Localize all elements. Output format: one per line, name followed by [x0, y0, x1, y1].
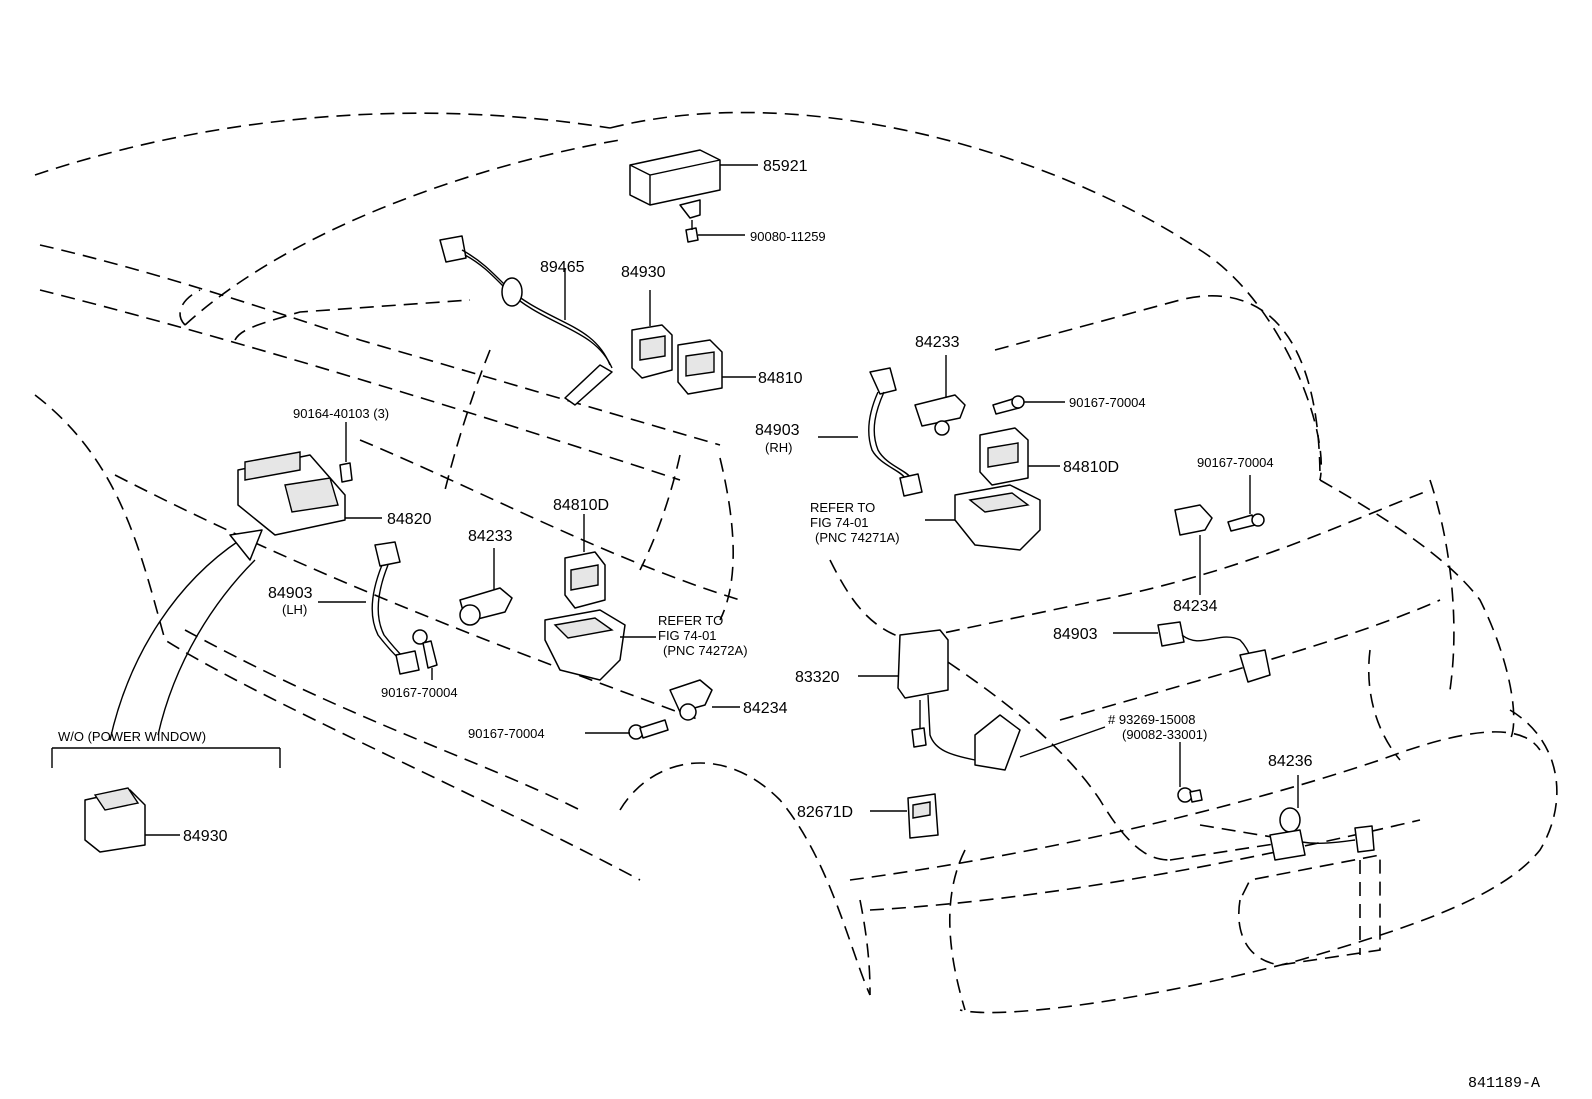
switch-84810d-lh-icon [564, 514, 606, 609]
label-90167-right: 90167-70004 [1197, 455, 1274, 470]
label-90167-rh: 90167-70004 [1069, 395, 1146, 410]
label-84233-rh: 84233 [915, 334, 960, 351]
bezel-rh-icon [925, 484, 1041, 551]
part-labels: 85921 90080-11259 89465 84930 84810 8423… [58, 158, 1540, 1092]
label-84810d-rh: 84810D [1063, 459, 1119, 476]
bolt-90167-rh-icon [992, 395, 1065, 415]
label-refer-to-rh: REFER TO [810, 500, 875, 515]
label-90167-mid: 90167-70004 [468, 726, 545, 741]
sensor-84236-icon [1269, 775, 1375, 861]
arrow-icon [109, 529, 263, 741]
label-84234-lh: 84234 [743, 700, 788, 717]
label-84930-top: 84930 [621, 264, 666, 281]
label-wo-power-window: W/O (POWER WINDOW) [58, 729, 206, 744]
bezel-lh-icon [544, 609, 656, 681]
label-84234-right: 84234 [1173, 598, 1218, 615]
bolt-90080-icon [685, 220, 745, 243]
label-84903-rear: 84903 [1053, 626, 1098, 643]
label-fig-lh: FIG 74-01 [658, 628, 717, 643]
switch-84810d-rh-icon [979, 427, 1060, 486]
sensor-84233-rh-icon [914, 355, 966, 436]
bolt-90167-right-icon [1227, 475, 1265, 532]
car-body-outline [34, 111, 1558, 1014]
label-90082: (90082-33001) [1122, 727, 1207, 742]
label-lh: (LH) [282, 602, 307, 617]
label-84810d-lh: 84810D [553, 497, 609, 514]
label-refer-to-lh: REFER TO [658, 613, 723, 628]
label-84903-rh: 84903 [755, 422, 800, 439]
wo-power-window-bracket [51, 747, 281, 768]
label-84810: 84810 [758, 370, 803, 387]
label-fig-rh: FIG 74-01 [810, 515, 869, 530]
sensor-84234-lh-icon [669, 679, 740, 721]
label-90167-lh: 90167-70004 [381, 685, 458, 700]
label-85921: 85921 [763, 158, 808, 175]
master-switch-84820-icon [237, 451, 382, 536]
fuse-82671d-icon [870, 793, 939, 839]
label-90164: 90164-40103 (3) [293, 406, 389, 421]
harness-84903-rh-icon [818, 367, 923, 497]
sensor-84233-lh-icon [459, 548, 513, 626]
relay-85921-icon [629, 149, 758, 219]
diagram-id: 841189-A [1468, 1075, 1540, 1092]
label-rh: (RH) [765, 440, 792, 455]
label-90080-11259: 90080-11259 [750, 229, 826, 244]
label-84903-lh: 84903 [268, 585, 313, 602]
label-pnc-rh: (PNC 74271A) [815, 530, 900, 545]
label-84233-lh: 84233 [468, 528, 513, 545]
label-93269: # 93269-15008 [1108, 712, 1195, 727]
harness-84903-rear-icon [1113, 621, 1271, 683]
label-84930-wo: 84930 [183, 828, 228, 845]
cable-89465-icon [439, 235, 613, 406]
label-83320: 83320 [795, 669, 840, 686]
switch-84930-wo-icon [84, 787, 180, 853]
bolt-90167-lh-icon [412, 629, 438, 680]
switch-84810-icon [677, 339, 756, 395]
screw-90164-icon [339, 422, 353, 483]
bolt-93269-icon [1177, 742, 1203, 803]
label-89465: 89465 [540, 259, 585, 276]
label-84236: 84236 [1268, 753, 1313, 770]
label-82671d: 82671D [797, 804, 853, 821]
harness-84903-lh-icon [318, 541, 420, 675]
sensor-84234-right-icon [1174, 504, 1213, 595]
label-84820: 84820 [387, 511, 432, 528]
switch-84930-icon [631, 290, 673, 379]
module-83320-icon [858, 629, 1106, 771]
bolt-90167-mid-icon [585, 719, 669, 740]
label-pnc-lh: (PNC 74272A) [663, 643, 748, 658]
